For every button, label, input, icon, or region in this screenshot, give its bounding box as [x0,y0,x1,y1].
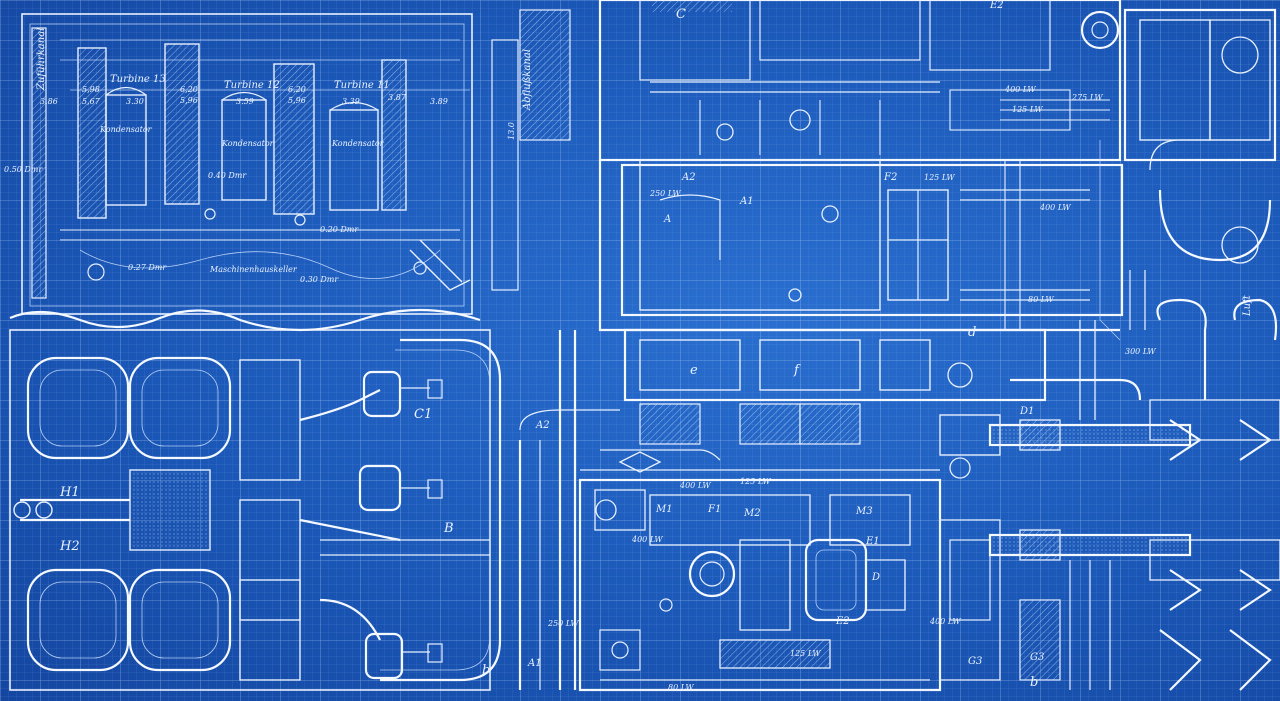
label-lw-125a: 125 LW [1012,105,1043,114]
label-b-low-right: b [1030,675,1038,690]
turbine-machinery [939,8,1280,691]
label-lw-300: 300 LW [1125,347,1156,356]
label-f1: F1 [707,504,721,515]
label-dmr-030: 0.30 Dmr [300,275,339,284]
label-lw-400e: 400 LW [929,617,961,626]
label-kondensator-2: Kondensator [221,139,275,148]
label-kondensator-1: Kondensator [99,125,153,134]
label-e1: E1 [865,536,880,547]
label-b: B [443,521,454,536]
label-m2: M2 [743,508,761,519]
label-lw-80a: 80 LW [1028,295,1054,304]
label-lw-125c: 125 LW [740,477,771,486]
label-m1: M1 [655,504,673,515]
turbine-hall [21,9,571,315]
label-h1: H1 [59,485,80,500]
label-a1-top: A1 [739,196,754,207]
label-dim-567: 5,67 [82,97,101,106]
label-dim-596b: 5,96 [288,96,306,105]
annotation-labels: Zuführkanal Abflußkanal 13.0 Turbine 13 … [4,0,1253,692]
pump-room [9,308,502,691]
label-lw-125b: 125 LW [924,173,955,182]
label-dim-330: 3.30 [126,97,144,106]
label-dim-620a: 6,20 [180,85,198,94]
label-lw-125d: 125 LW [790,649,821,658]
label-lw-250b: 250 LW [547,619,579,628]
label-g3-a: G3 [968,656,982,667]
label-lw-275a: 275 LW [1071,93,1103,102]
label-dmr-040: 0.40 Dmr [208,171,247,180]
label-h2: H2 [59,539,80,554]
machine-bay-bottom [578,478,1001,692]
label-a2-top: A2 [681,172,696,183]
label-lw-250: 250 LW [649,189,681,198]
label-f2: F2 [883,172,897,183]
label-glyph-d: d [968,325,976,340]
label-abfuhrkanal: Abflußkanal [522,49,533,111]
label-g3-b: G3 [1030,652,1044,663]
label-luft: Luft [1242,294,1253,317]
label-glyph-f: f [793,363,801,378]
label-a: A [663,214,671,225]
label-lw-400d: 400 LW [631,535,663,544]
label-maschinenhauskeller: Maschinenhauskeller [209,265,298,274]
label-d1: D1 [1019,406,1034,417]
label-lw-400c: 400 LW [679,481,711,490]
label-kondensator-3: Kondensator [331,139,385,148]
label-b-low: b [482,663,490,678]
label-d: D [871,572,880,583]
label-dim-359: 3.59 [236,97,254,106]
label-c1: C1 [414,407,432,422]
label-dim-620b: 6,20 [288,85,306,94]
label-lw-400a: 400 LW [1004,85,1036,94]
label-e2-top: E2 [989,0,1004,11]
label-a2-mid: A2 [535,420,550,431]
label-e2: E2 [835,616,850,627]
label-dmr-050: 0.50 Dmr [4,165,43,174]
label-dim-387: 3.87 [388,93,407,102]
label-lw-80b: 80 LW [668,683,694,692]
label-turbine-12: Turbine 12 [224,80,280,91]
label-zufuhrkanal: Zuführkanal [36,28,47,91]
label-dim-386: 3.86 [40,97,58,106]
label-lw-400b: 400 LW [1039,203,1071,212]
label-dmr-020: 0.20 Dmr [320,225,359,234]
label-dim-598: 5,98 [82,85,100,94]
label-dim-130: 13.0 [507,122,516,140]
central-hall [518,328,1047,690]
label-glyph-e: e [690,363,698,378]
label-turbine-11: Turbine 11 [334,80,390,91]
label-c-top: C [676,7,686,22]
label-a1-bottom: A1 [527,658,542,669]
label-dim-339: 3.39 [342,97,360,106]
label-dmr-027: 0.27 Dmr [128,263,167,272]
label-dim-389: 3.89 [430,97,448,106]
label-dim-596a: 5,96 [180,96,198,105]
label-turbine-13: Turbine 13 [110,74,166,85]
label-m3: M3 [855,506,873,517]
